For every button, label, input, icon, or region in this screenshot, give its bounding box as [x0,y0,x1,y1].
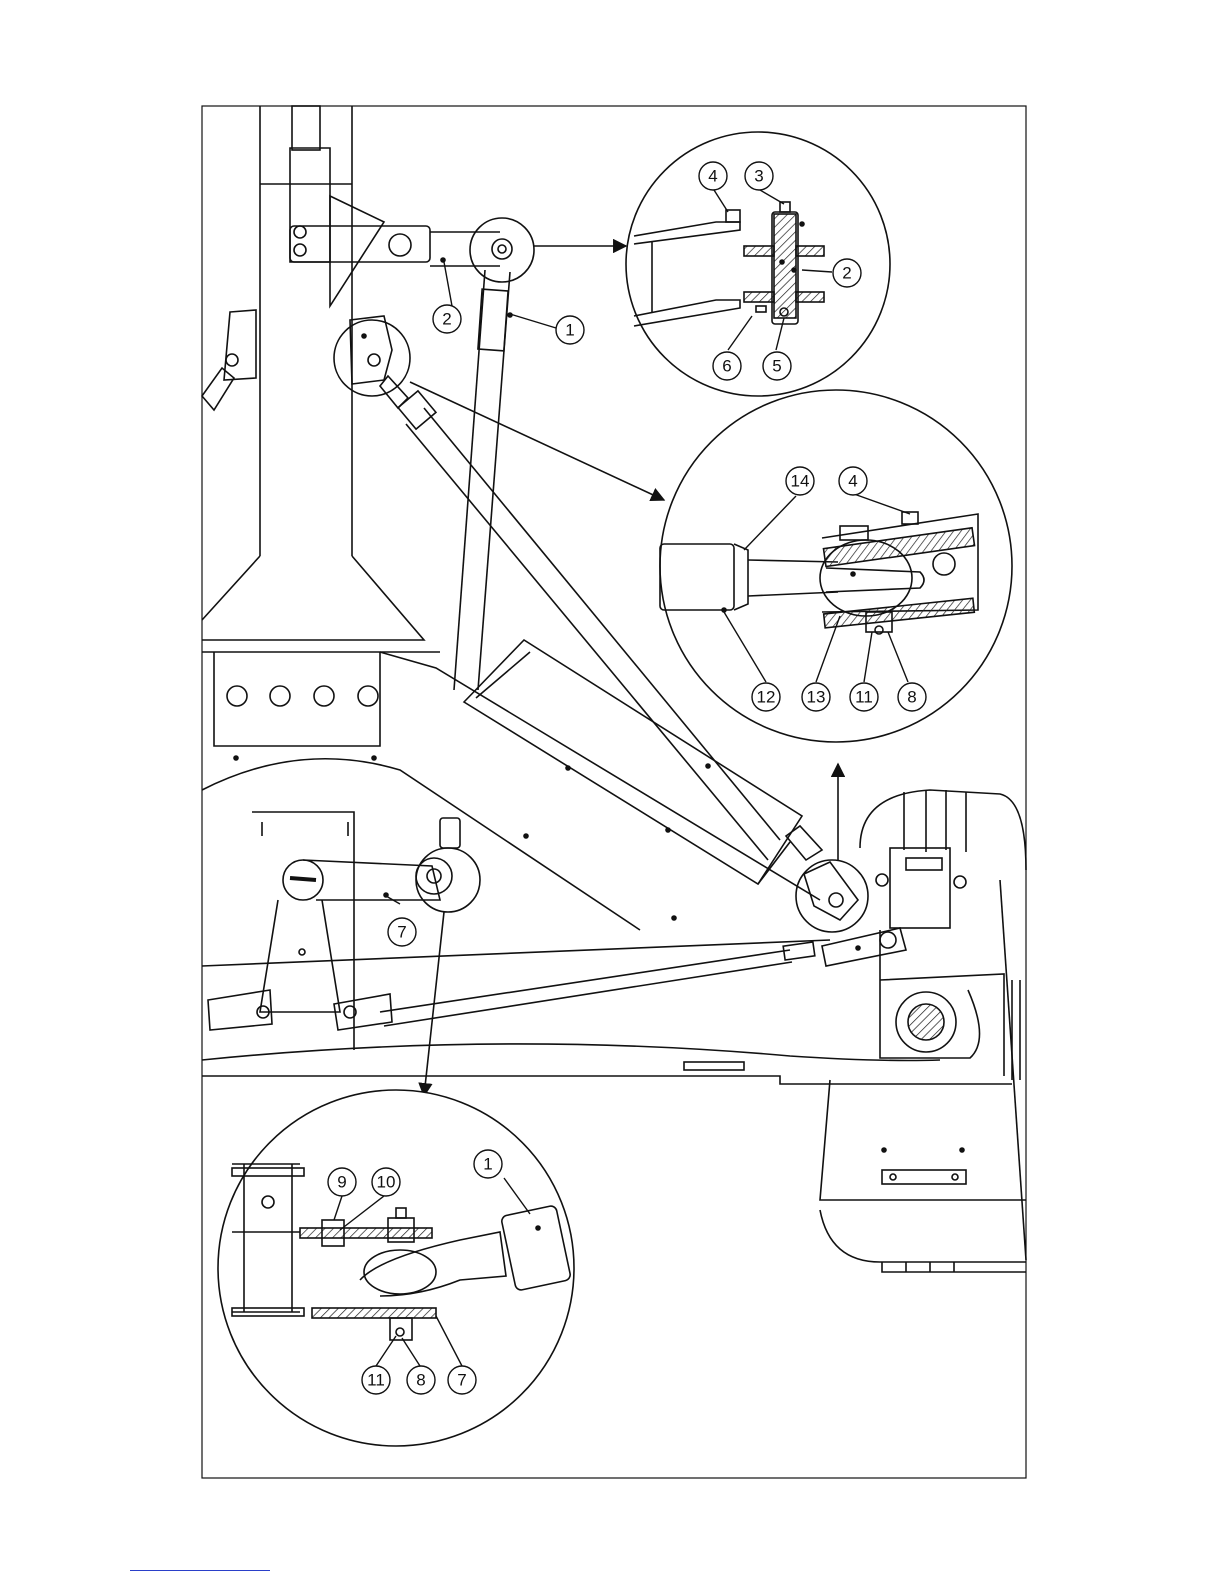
callout-mid-8: 8 [907,688,916,707]
callout-bot-1: 1 [483,1155,492,1174]
callout-main-2: 2 [442,310,451,329]
callout-bot-8: 8 [416,1371,425,1390]
callout-bot-9: 9 [337,1173,346,1192]
middle-joint-highlight [334,320,410,396]
pivot-joint-highlight [416,848,480,912]
callout-main-7: 7 [397,923,406,942]
footer-link-underline[interactable] [130,1570,270,1571]
top-arm [290,148,500,306]
leader-middle [410,382,664,500]
callout-bot-11: 11 [367,1371,385,1390]
callout-mid-14: 14 [791,472,810,491]
callout-top-1: 1 [565,321,574,340]
callout-top-4: 4 [708,167,717,186]
right-joint-highlight [796,860,868,932]
leader-bottom [424,912,444,1096]
callout-bot-7: 7 [457,1371,466,1390]
callout-mid-12: 12 [757,688,776,707]
callout-bot-10: 10 [377,1173,396,1192]
tie-rod [208,928,906,1030]
right-joint [804,862,858,920]
callout-mid-13: 13 [807,688,826,707]
middle-detail-view [660,390,1012,742]
bottom-detail-view [218,1090,574,1446]
callout-top-5: 5 [772,357,781,376]
callout-top-2: 2 [842,264,851,283]
upper-left-bracket [202,310,256,410]
top-joint-highlight [470,218,534,282]
callout-mid-4: 4 [848,472,857,491]
callout-top-6: 6 [722,357,731,376]
callout-top-3: 3 [754,167,763,186]
callout-mid-11: 11 [855,688,873,707]
